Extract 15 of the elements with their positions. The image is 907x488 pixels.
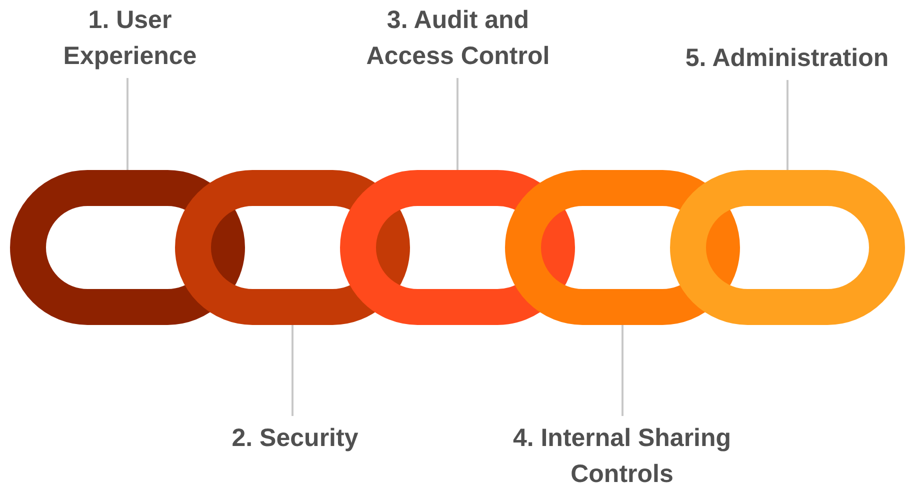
chain-link xyxy=(175,170,410,325)
leader-line xyxy=(292,325,294,416)
chain-link xyxy=(670,170,905,325)
leader-line xyxy=(126,78,128,170)
step-label: 3. Audit and Access Control xyxy=(352,2,564,74)
step-label: 5. Administration xyxy=(657,40,907,76)
chain-link xyxy=(505,170,740,325)
leader-line xyxy=(786,80,788,170)
chain-link xyxy=(340,170,575,325)
step-label: 1. User Experience xyxy=(45,2,215,74)
step-label: 4. Internal Sharing Controls xyxy=(487,420,757,488)
step-label: 2. Security xyxy=(195,420,395,456)
leader-line xyxy=(622,325,624,416)
leader-line xyxy=(456,78,458,170)
chain-link xyxy=(10,170,245,325)
